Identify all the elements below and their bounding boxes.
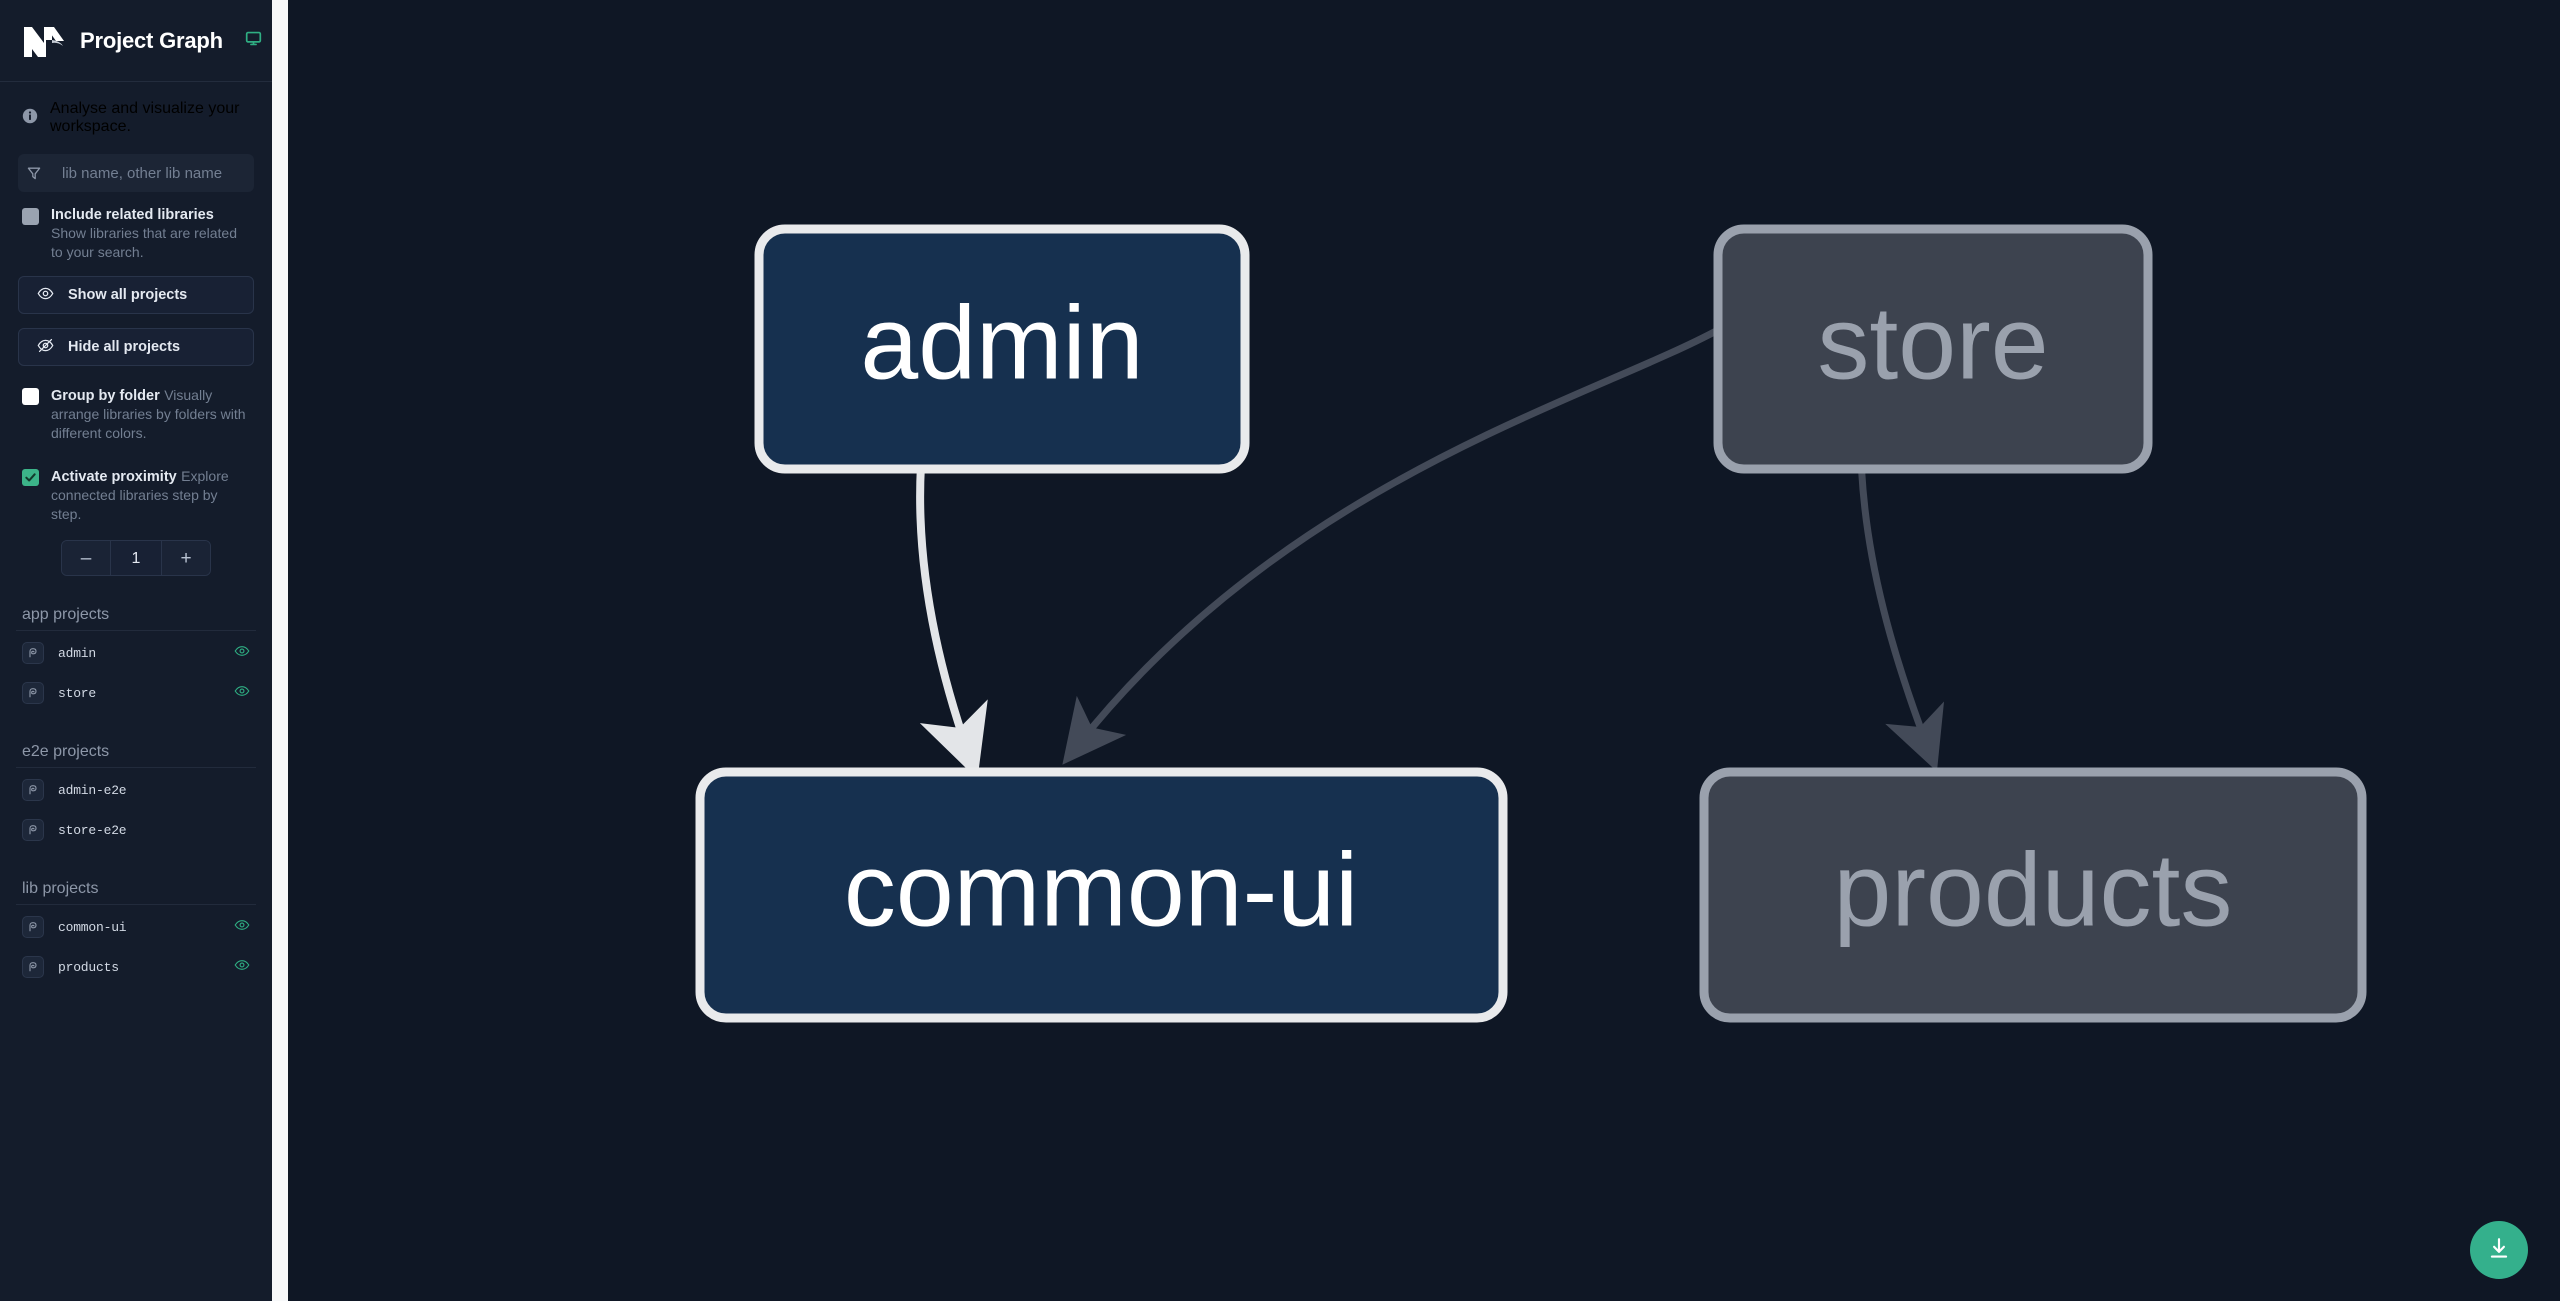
include-related-checkbox[interactable] xyxy=(22,208,39,225)
sidebar-header: Project Graph xyxy=(0,0,272,82)
edge-store-to-common-ui xyxy=(1062,326,1720,765)
section-title: e2e projects xyxy=(16,743,256,768)
project-row-common-ui[interactable]: common-ui xyxy=(16,907,256,947)
option-activate-proximity[interactable]: Activate proximity Explore connected lib… xyxy=(0,453,272,524)
graph-node-store[interactable]: store xyxy=(1713,224,2153,474)
option-desc: Visually arrange libraries by folders wi… xyxy=(51,387,246,441)
project-name: store xyxy=(58,685,97,701)
project-name: admin-e2e xyxy=(58,782,127,798)
sidebar: Project Graph Analyse and visualize your… xyxy=(0,0,272,1301)
eye-off-icon xyxy=(37,337,54,358)
graph-nodes: admin store common-ui products xyxy=(695,224,2367,1023)
download-graph-button[interactable] xyxy=(2470,1221,2528,1279)
download-icon xyxy=(2486,1236,2512,1265)
activate-proximity-checkbox[interactable] xyxy=(22,469,39,486)
hide-all-projects-label: Hide all projects xyxy=(68,339,181,355)
graph-node-products[interactable]: products xyxy=(1699,767,2367,1023)
node-label: common-ui xyxy=(844,832,1358,948)
tagline: Analyse and visualize your workspace. xyxy=(0,82,272,150)
project-graph-svg: admin store common-ui products xyxy=(695,224,2367,1023)
search-box[interactable] xyxy=(18,154,254,192)
node-box[interactable] xyxy=(754,224,1250,474)
proximity-decrement-button[interactable]: – xyxy=(62,541,110,575)
project-name: admin xyxy=(58,645,97,661)
proximity-value: 1 xyxy=(110,541,162,575)
graph-node-admin[interactable]: admin xyxy=(754,224,1250,474)
node-label: admin xyxy=(860,285,1143,401)
project-icon xyxy=(22,819,44,841)
project-row-store[interactable]: store xyxy=(16,673,256,713)
search-input[interactable] xyxy=(50,154,254,192)
project-icon xyxy=(22,682,44,704)
project-icon xyxy=(22,916,44,938)
section-title: lib projects xyxy=(16,880,256,905)
section-app-projects: app projects admin xyxy=(0,606,272,713)
project-row-admin-e2e[interactable]: admin-e2e xyxy=(16,770,256,810)
node-box[interactable] xyxy=(1699,767,2367,1023)
section-e2e-projects: e2e projects admin-e2e store-e2e xyxy=(0,743,272,850)
graph-node-common-ui[interactable]: common-ui xyxy=(695,767,1508,1023)
section-lib-projects: lib projects common-ui xyxy=(0,880,272,987)
project-name: products xyxy=(58,959,119,975)
project-row-admin[interactable]: admin xyxy=(16,633,256,673)
eye-icon[interactable] xyxy=(234,643,250,664)
project-icon xyxy=(22,956,44,978)
filter-icon xyxy=(18,154,50,192)
node-box[interactable] xyxy=(1713,224,2153,474)
project-icon xyxy=(22,642,44,664)
sidebar-scrollbar[interactable] xyxy=(272,0,288,1301)
project-row-store-e2e[interactable]: store-e2e xyxy=(16,810,256,850)
node-box[interactable] xyxy=(695,767,1508,1023)
project-row-products[interactable]: products xyxy=(16,947,256,987)
option-title: Include related libraries xyxy=(51,207,214,223)
section-title: app projects xyxy=(16,606,256,631)
node-label: store xyxy=(1817,285,2048,401)
option-include-related-libraries[interactable]: Include related libraries Show libraries… xyxy=(0,192,272,262)
nx-logo-icon xyxy=(22,23,64,59)
info-icon xyxy=(22,108,38,129)
proximity-stepper: – 1 + xyxy=(0,540,272,576)
option-title: Activate proximity xyxy=(51,469,177,485)
show-all-projects-button[interactable]: Show all projects xyxy=(18,276,254,314)
show-all-projects-label: Show all projects xyxy=(68,287,188,303)
eye-icon xyxy=(37,285,54,306)
hide-all-projects-button[interactable]: Hide all projects xyxy=(18,328,254,366)
option-title: Group by folder xyxy=(51,388,160,404)
monitor-icon[interactable] xyxy=(245,30,262,52)
option-desc: Explore connected libraries step by step… xyxy=(51,468,229,522)
project-icon xyxy=(22,779,44,801)
project-name: store-e2e xyxy=(58,822,127,838)
project-name: common-ui xyxy=(58,919,127,935)
page-title: Project Graph xyxy=(80,27,223,53)
eye-icon[interactable] xyxy=(234,683,250,704)
option-desc: Show libraries that are related to your … xyxy=(51,225,237,260)
tagline-text: Analyse and visualize your workspace. xyxy=(50,100,240,135)
eye-icon[interactable] xyxy=(234,957,250,978)
group-by-folder-checkbox[interactable] xyxy=(22,388,39,405)
node-label: products xyxy=(1834,832,2233,948)
graph-canvas[interactable]: admin store common-ui products xyxy=(288,0,2560,1301)
proximity-increment-button[interactable]: + xyxy=(162,541,210,575)
eye-icon[interactable] xyxy=(234,917,250,938)
option-group-by-folder[interactable]: Group by folder Visually arrange librari… xyxy=(0,372,272,443)
